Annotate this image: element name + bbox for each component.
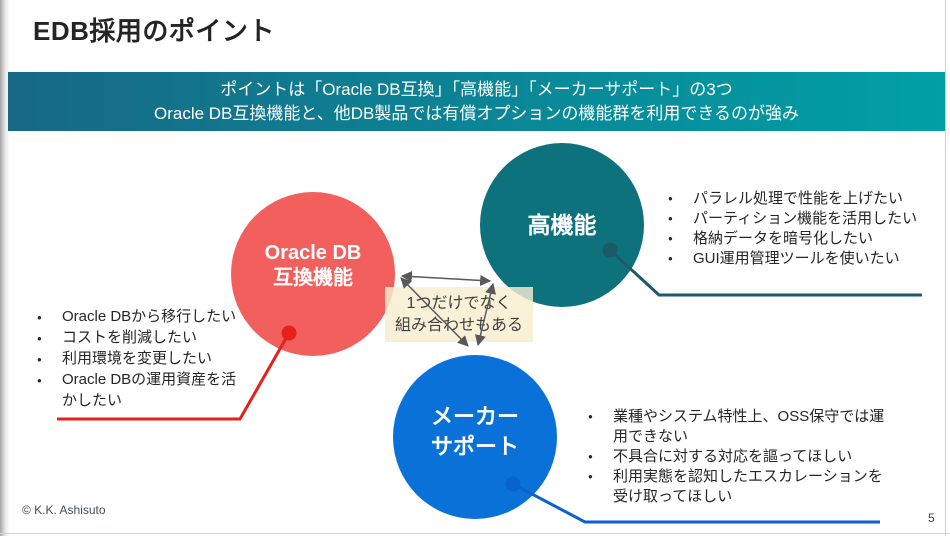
list-item: パーティション機能を活用したい — [663, 209, 943, 229]
list-item: パラレル処理で性能を上げたい — [663, 189, 943, 209]
list-item: GUI運用管理ツールを使いたい — [663, 249, 943, 269]
banner-line-1: ポイントは「Oracle DB互換」「高機能」「メーカーサポート」の3つ — [220, 79, 733, 99]
page-number: 5 — [928, 511, 935, 525]
list-item: コストを削減したい — [32, 327, 244, 349]
circle-maker-support: メーカー サポート — [393, 355, 557, 519]
list-item: 利用環境を変更したい — [32, 348, 244, 370]
list-item: 業種やシステム特性上、OSS保守では運用できない — [583, 407, 895, 447]
circle-high-function-label: 高機能 — [528, 211, 597, 239]
list-item: 利用実態を認知したエスカレーションを受け取ってほしい — [583, 467, 895, 507]
center-note-box: 1つだけでなく 組み合わせもある — [385, 287, 533, 342]
circle-label-line: サポート — [430, 434, 519, 459]
circle-label-line: 高機能 — [527, 212, 597, 238]
page-title: EDB採用のポイント — [33, 16, 275, 46]
copyright-text: © K.K. Ashisuto — [22, 503, 106, 517]
banner-line-2: Oracle DB互換機能と、他DB製品では有償オプションの機能群を利用できるの… — [153, 103, 799, 123]
list-support-needs: 業種やシステム特性上、OSS保守では運用できない 不具合に対する対応を謳ってほし… — [583, 407, 895, 507]
circle-label-line: 互換機能 — [273, 267, 353, 289]
list-item: Oracle DBから移行したい — [32, 306, 244, 328]
circle-maker-support-label: メーカー サポート — [431, 402, 519, 462]
circle-label-line: メーカー — [430, 404, 519, 429]
circle-high-function: 高機能 — [480, 143, 644, 307]
list-item: Oracle DBの運用資産を活かしたい — [32, 369, 244, 411]
circle-label-line: Oracle DB — [264, 242, 362, 264]
center-note-line: 組み合わせもある — [394, 316, 523, 334]
list-oracle-needs: Oracle DBから移行したい コストを削減したい 利用環境を変更したい Or… — [32, 306, 244, 411]
summary-banner: ポイントは「Oracle DB互換」「高機能」「メーカーサポート」の3つ Ora… — [8, 72, 945, 131]
window-left-edge — [0, 0, 10, 536]
circle-oracle-db-compat: Oracle DB 互換機能 — [231, 192, 395, 356]
list-item: 不具合に対する対応を謳ってほしい — [583, 447, 895, 467]
window-right-edge — [945, 0, 946, 536]
center-note-line: 1つだけでなく — [406, 294, 512, 312]
window-bottom-edge — [0, 533, 950, 534]
circle-oracle-db-compat-label: Oracle DB 互換機能 — [265, 241, 362, 291]
arrow-red-teal — [400, 271, 492, 286]
list-item: 格納データを暗号化したい — [663, 229, 943, 249]
list-feature-needs: パラレル処理で性能を上げたい パーティション機能を活用したい 格納データを暗号化… — [663, 189, 943, 269]
